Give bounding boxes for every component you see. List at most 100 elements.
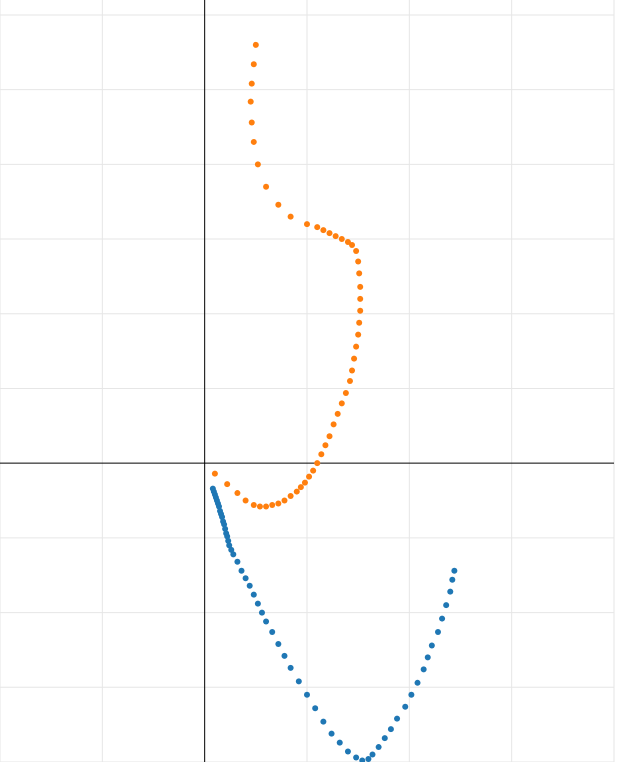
data-point [451,567,458,574]
series-2 [211,41,364,510]
data-point [447,588,454,595]
data-point [304,221,310,228]
data-point [349,367,356,374]
data-point [250,138,257,145]
data-point [226,542,233,549]
data-point [314,224,321,231]
data-point [334,410,341,417]
data-point [263,618,270,625]
data-point [250,591,257,598]
data-point [408,691,415,698]
data-point [234,558,241,565]
data-point [351,355,358,362]
data-point [424,654,431,661]
data-point [258,609,265,616]
data-point [275,640,282,647]
data-point [242,497,249,504]
data-point [281,652,288,659]
data-point [297,484,304,491]
data-point [449,576,456,583]
data-point [369,751,376,758]
data-point [254,600,261,607]
data-point [222,525,229,532]
data-point [234,490,241,497]
data-point [246,582,253,589]
data-point [269,629,276,636]
data-point [353,248,360,255]
data-point [326,433,333,440]
data-point [353,754,360,761]
data-point [387,726,394,733]
data-point [269,502,276,509]
data-point [342,389,349,396]
data-point [428,642,435,649]
grid-lines [0,0,615,762]
data-point [254,161,261,168]
data-point [306,473,313,480]
data-point [356,319,363,326]
data-point [230,551,237,558]
data-point [349,242,356,249]
data-point [439,615,446,622]
data-point [287,213,294,220]
data-point [310,467,317,474]
data-point [224,481,231,488]
series-1 [209,485,458,762]
data-point [338,236,345,243]
data-point [357,283,364,290]
data-point [248,119,255,126]
data-point [312,705,319,712]
data-point [287,664,294,671]
data-point [301,479,308,486]
data-point [295,678,302,685]
data-point [381,735,388,742]
data-point [355,331,362,338]
data-point [394,715,401,722]
data-point [250,61,257,68]
data-point [320,718,327,725]
data-point [242,575,249,582]
data-point [215,503,222,510]
data-point [320,227,327,234]
data-point [434,629,441,636]
data-point [357,295,364,302]
data-point [375,744,382,751]
data-point [402,703,409,710]
data-point [211,470,218,477]
data-point [336,739,343,746]
data-point [355,258,362,265]
data-point [228,546,235,553]
data-point [346,378,353,384]
data-point [318,451,325,458]
data-point [332,233,339,240]
data-point [256,503,263,510]
data-point [328,730,335,737]
data-point [224,533,231,540]
data-point [326,230,333,237]
data-point [365,756,372,762]
data-point [293,488,300,495]
data-point [414,679,421,686]
data-point [357,307,364,314]
data-point [275,500,282,507]
data-point [344,748,351,755]
data-point [252,41,259,48]
data-point [287,493,294,500]
data-point [238,567,245,574]
data-point [247,98,254,105]
data-point [338,400,345,407]
data-point [314,460,321,467]
data-point [221,521,228,528]
data-point [248,80,255,87]
data-point [219,513,226,520]
data-point [304,691,310,698]
data-point [420,666,427,673]
data-point [275,201,282,208]
data-point [356,270,363,277]
data-point [353,343,360,350]
data-point [359,757,366,762]
data-points [209,41,458,762]
data-point [250,502,257,509]
data-point [263,503,270,510]
